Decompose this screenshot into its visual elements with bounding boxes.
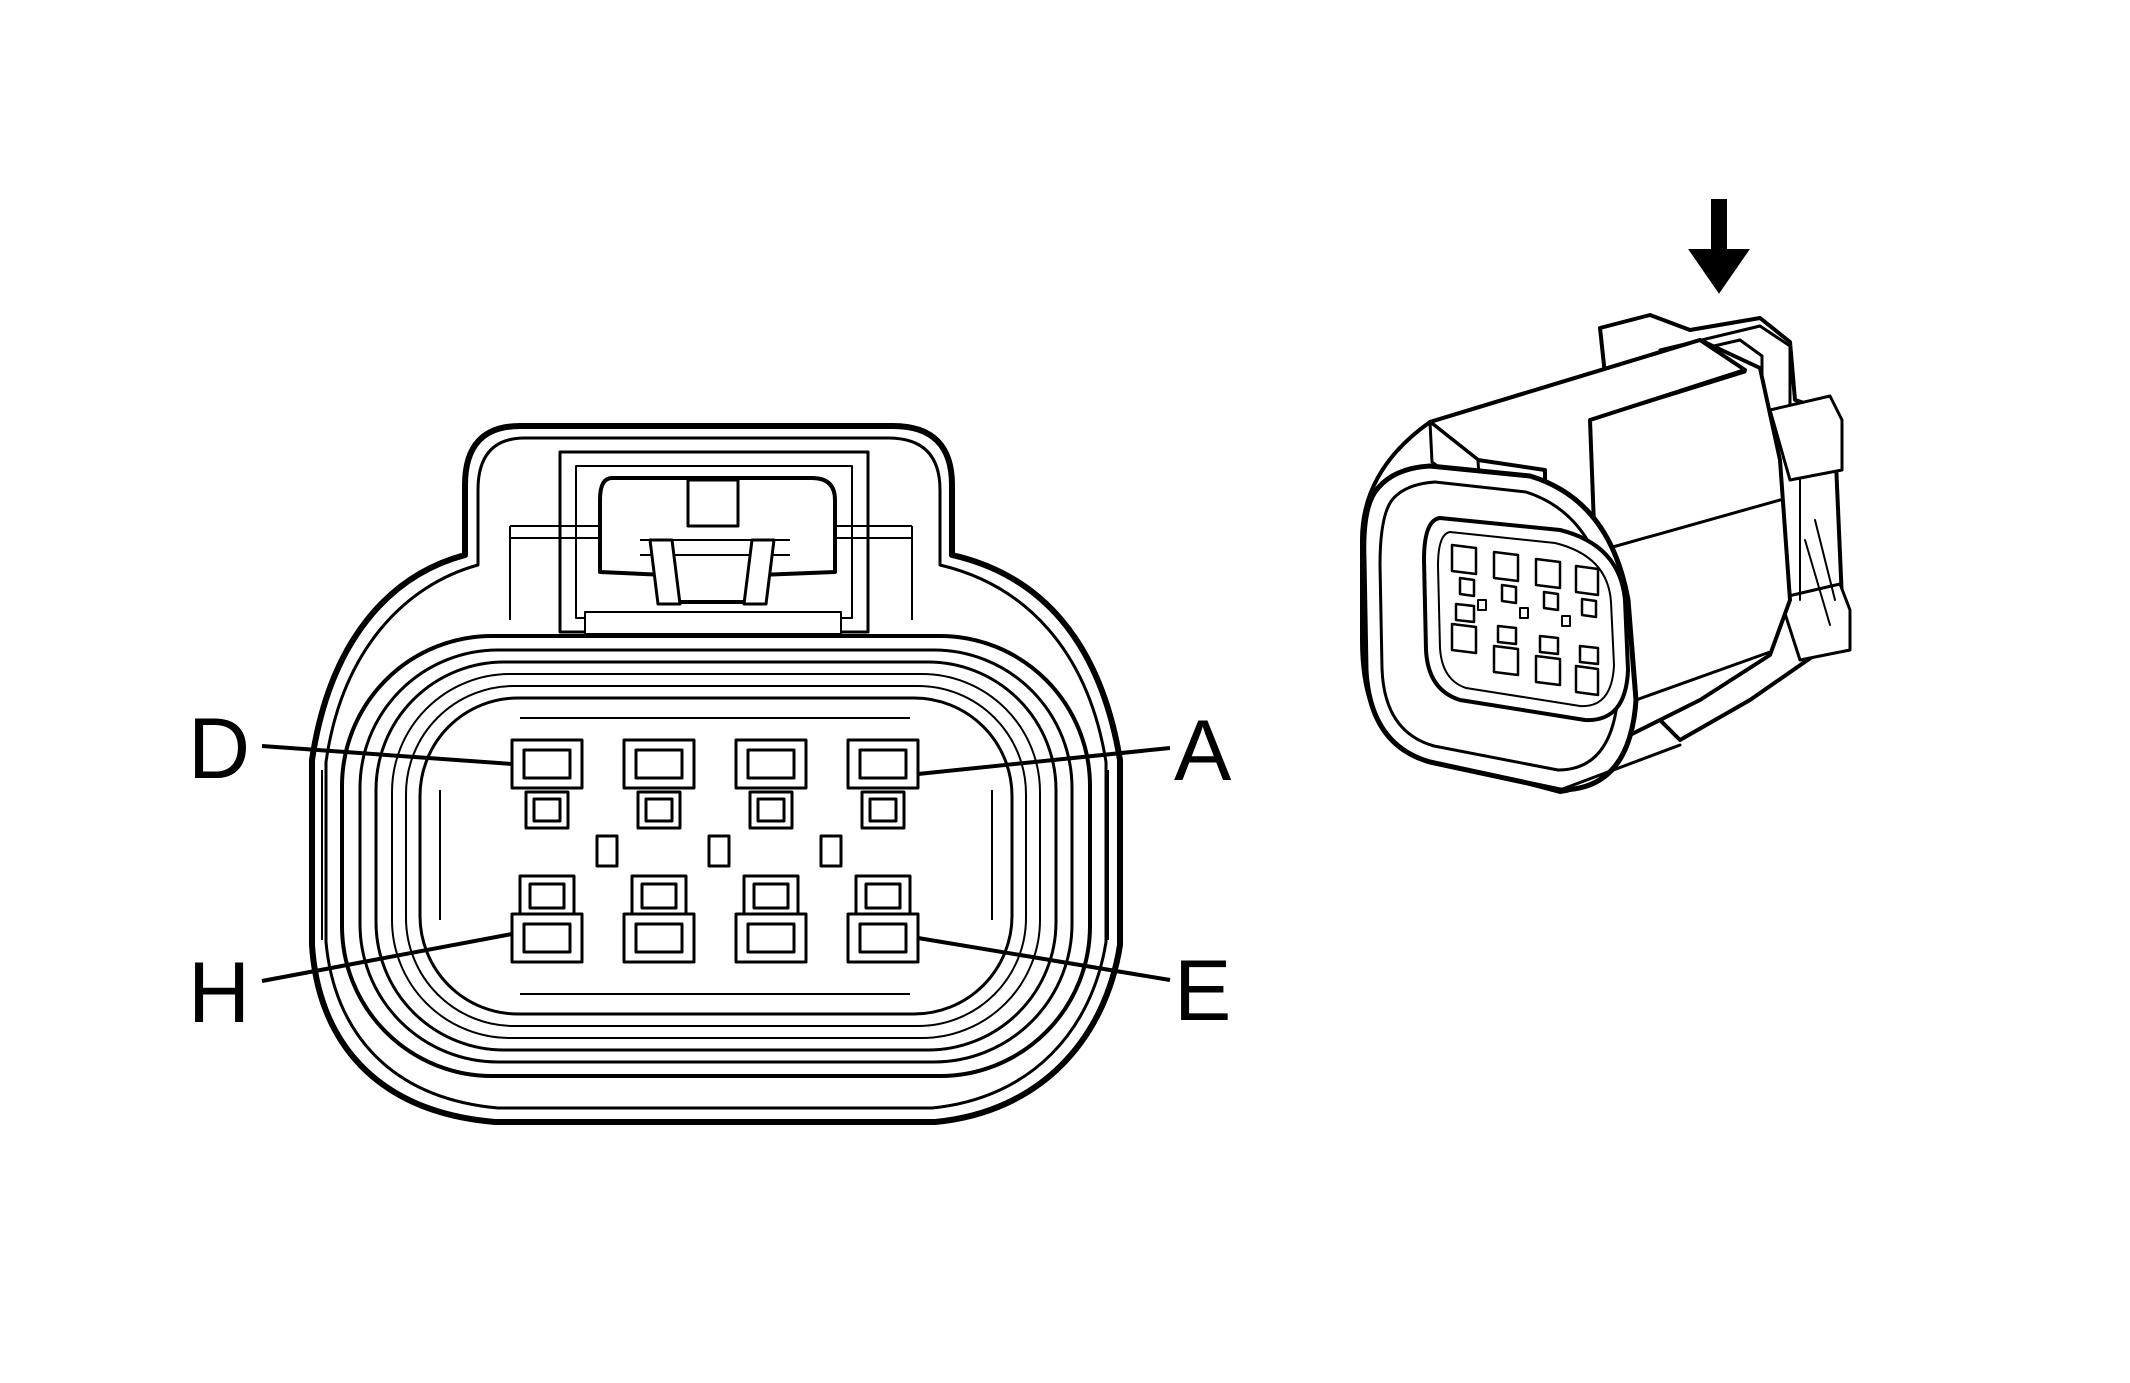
latch-center-block (686, 478, 740, 528)
iso-cavity-7-lock (1538, 634, 1560, 656)
iso-key-slot-1 (1477, 599, 1487, 611)
cavity-row-top (510, 738, 920, 830)
iso-cavity-5 (1450, 622, 1478, 655)
leader-line-a (917, 746, 1171, 776)
pin-label-a: A (1174, 703, 1232, 799)
cavity-e-inner (858, 922, 908, 954)
iso-cavity-row-bottom (1450, 602, 1600, 697)
latch-ledge (584, 611, 842, 635)
iso-hood-side-edge-2 (1593, 498, 1782, 554)
iso-cavity-2 (1492, 550, 1520, 583)
iso-cavity-8 (1574, 664, 1600, 697)
iso-cavity-4-lock (1580, 597, 1598, 619)
iso-rear-edge-2 (1814, 519, 1836, 601)
iso-cavity-7 (1534, 654, 1562, 687)
cavity-c-inner (634, 748, 684, 780)
cavity-d-inner (522, 748, 572, 780)
lock-window-b-inner (756, 797, 786, 823)
lock-window-d-inner (532, 797, 562, 823)
leader-lines (261, 744, 1171, 983)
iso-cavity-2-lock (1500, 583, 1518, 605)
pin-label-d: D (188, 701, 250, 797)
iso-cavity-1-lock (1458, 576, 1476, 598)
cavity-a-inner (858, 748, 908, 780)
iso-bottom-edge (1634, 650, 1772, 702)
iso-cavity-4 (1574, 564, 1600, 597)
lock-window-e-inner (864, 882, 902, 910)
iso-cavity-3 (1534, 557, 1562, 590)
arrow-down-shape (1688, 199, 1750, 294)
iso-key-slot-2 (1519, 607, 1529, 619)
pin-label-e: E (1174, 943, 1231, 1039)
iso-side-rail-upper (1768, 394, 1844, 482)
iso-face-insert-inner (1437, 531, 1615, 708)
iso-key-slot-3 (1561, 615, 1571, 627)
lock-window-g-inner (640, 882, 678, 910)
latch-leg-right (742, 538, 776, 606)
key-slot-3 (819, 834, 843, 868)
iso-hood-side-edge (1588, 370, 1747, 422)
lock-window-a-inner (868, 797, 898, 823)
iso-rear-edge-3 (1804, 539, 1831, 626)
key-slot-2 (707, 834, 731, 868)
iso-side-rail-lower (1778, 582, 1852, 662)
cavity-f-inner (746, 922, 796, 954)
cavity-b-inner (746, 748, 796, 780)
lock-window-f-inner (752, 882, 790, 910)
connector-face-view (309, 423, 1123, 1125)
iso-bottom-edge-2 (1558, 743, 1682, 792)
cavity-h-inner (522, 922, 572, 954)
connector-isometric-view (1360, 313, 1852, 794)
latch-leg-left (648, 538, 682, 606)
lock-window-c-inner (644, 797, 674, 823)
lock-window-h-inner (528, 882, 566, 910)
pin-label-h: H (188, 945, 250, 1041)
iso-cavity-6-lock (1496, 624, 1518, 646)
iso-cavity-8-lock (1578, 644, 1600, 666)
leader-line-d (261, 744, 513, 766)
cavity-g-inner (634, 922, 684, 954)
leader-line-h (261, 932, 513, 983)
iso-hood-crease (1476, 458, 1547, 472)
leader-line-e (917, 936, 1171, 982)
arrow-down-icon (1688, 199, 1750, 294)
iso-cavity-6 (1492, 644, 1520, 677)
iso-cavity-5-lock (1454, 602, 1476, 624)
iso-cavity-row-top (1450, 543, 1600, 619)
iso-cavity-1 (1450, 543, 1478, 576)
key-slot-1 (595, 834, 619, 868)
cavity-row-bottom (510, 874, 920, 964)
iso-cavity-3-lock (1542, 590, 1560, 612)
